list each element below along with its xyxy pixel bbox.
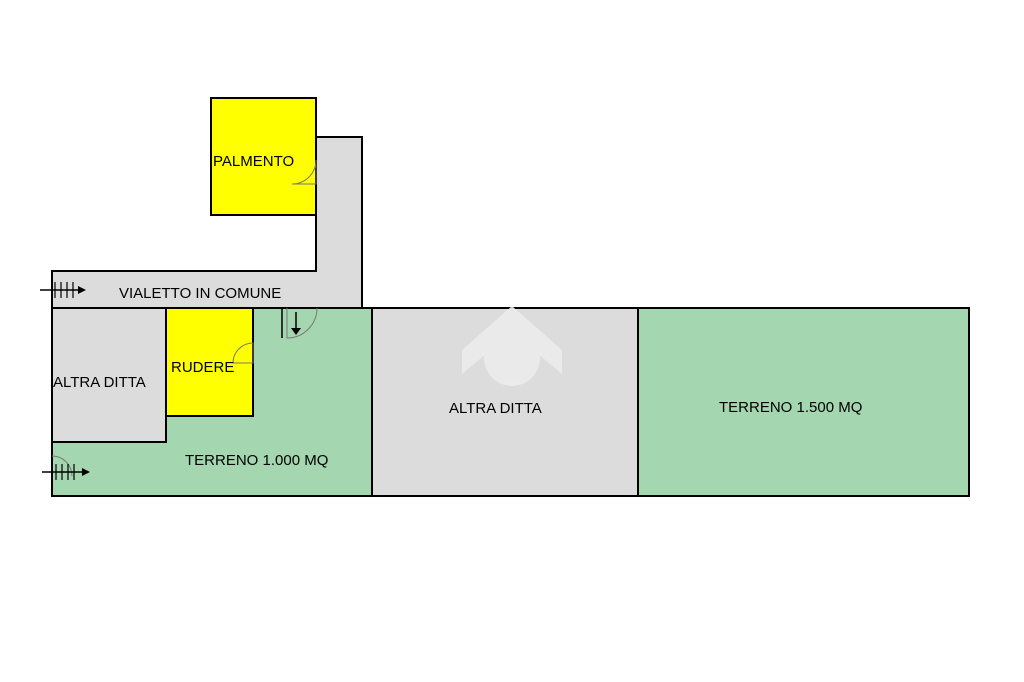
door-arrow-icon	[281, 307, 318, 339]
terreno-1500-area	[637, 307, 970, 497]
altra-ditta-center-label: ALTRA DITTA	[449, 400, 542, 417]
altra-ditta-left-area	[51, 307, 167, 443]
door-swing-icon	[291, 159, 317, 185]
logo-watermark-icon	[462, 306, 562, 386]
rudere-label: RUDERE	[171, 359, 234, 376]
vialetto-label: VIALETTO IN COMUNE	[119, 285, 281, 302]
door-swing-icon	[232, 342, 254, 364]
palmento-building	[210, 97, 317, 216]
altra-ditta-left-label: ALTRA DITTA	[53, 374, 146, 391]
rudere-building	[165, 307, 254, 417]
terreno-1500-label: TERRENO 1.500 MQ	[719, 399, 862, 416]
terreno-1000-label: TERRENO 1.000 MQ	[185, 452, 328, 469]
palmento-label: PALMENTO	[213, 153, 294, 170]
entrance-arrow-icon	[40, 282, 86, 298]
entrance-arrow-icon	[42, 455, 90, 480]
